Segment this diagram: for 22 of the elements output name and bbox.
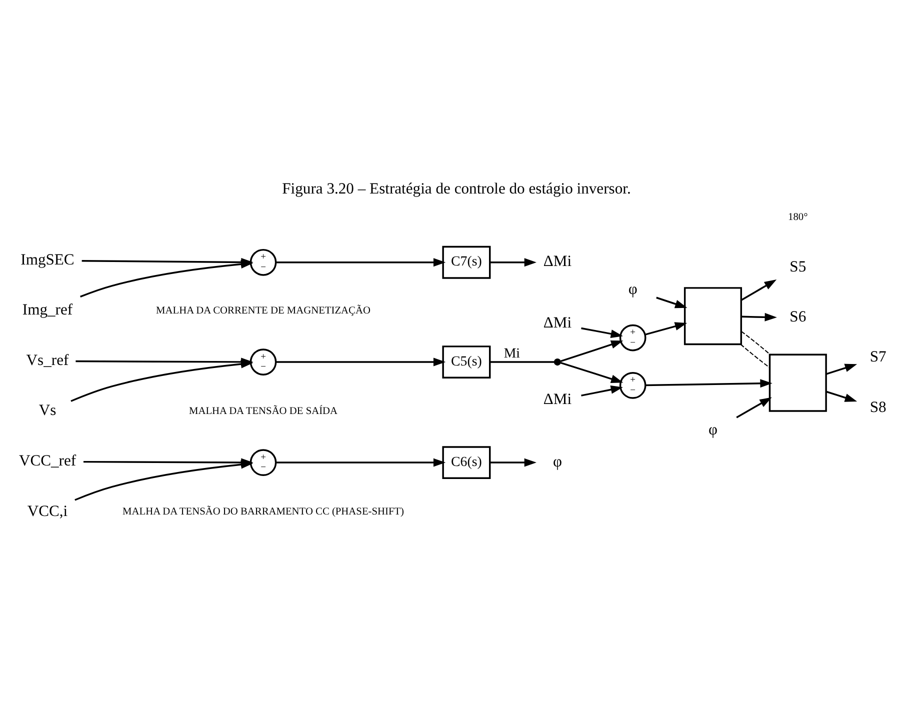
node-text: ΔMi — [543, 314, 572, 332]
node-text: VCC,i — [27, 502, 68, 520]
edge-label: Mi — [504, 345, 520, 360]
node-text: ImgSEC — [20, 250, 74, 268]
label: MALHA DA CORRENTE DE MAGNETIZAÇÃO — [156, 305, 370, 316]
label: 180° — [788, 212, 808, 223]
node-text: VCC_ref — [18, 452, 76, 469]
node-text: ΔMi — [543, 390, 572, 408]
node-text: S7 — [870, 348, 886, 366]
node-text: Vs — [38, 402, 56, 419]
diagram-title: Figura 3.20 – Estratégia de controle do estágio inversor. — [282, 180, 631, 197]
node-text: Vs_ref — [26, 351, 69, 368]
label: MALHA DA TENSÃO DO BARRAMENTO CC (PHASE-SHIFT) — [122, 506, 404, 518]
node-text: ΔMi — [543, 252, 572, 270]
node-text: φ — [708, 420, 718, 438]
node-text: S8 — [870, 398, 886, 416]
node-text: Img_ref — [22, 301, 73, 318]
node-text: φ — [552, 452, 562, 470]
node-text: S5 — [790, 258, 806, 275]
node-text: φ — [628, 280, 638, 298]
node-text: S6 — [790, 308, 806, 326]
label: MALHA DA TENSÃO DE SAÍDA — [189, 406, 338, 417]
